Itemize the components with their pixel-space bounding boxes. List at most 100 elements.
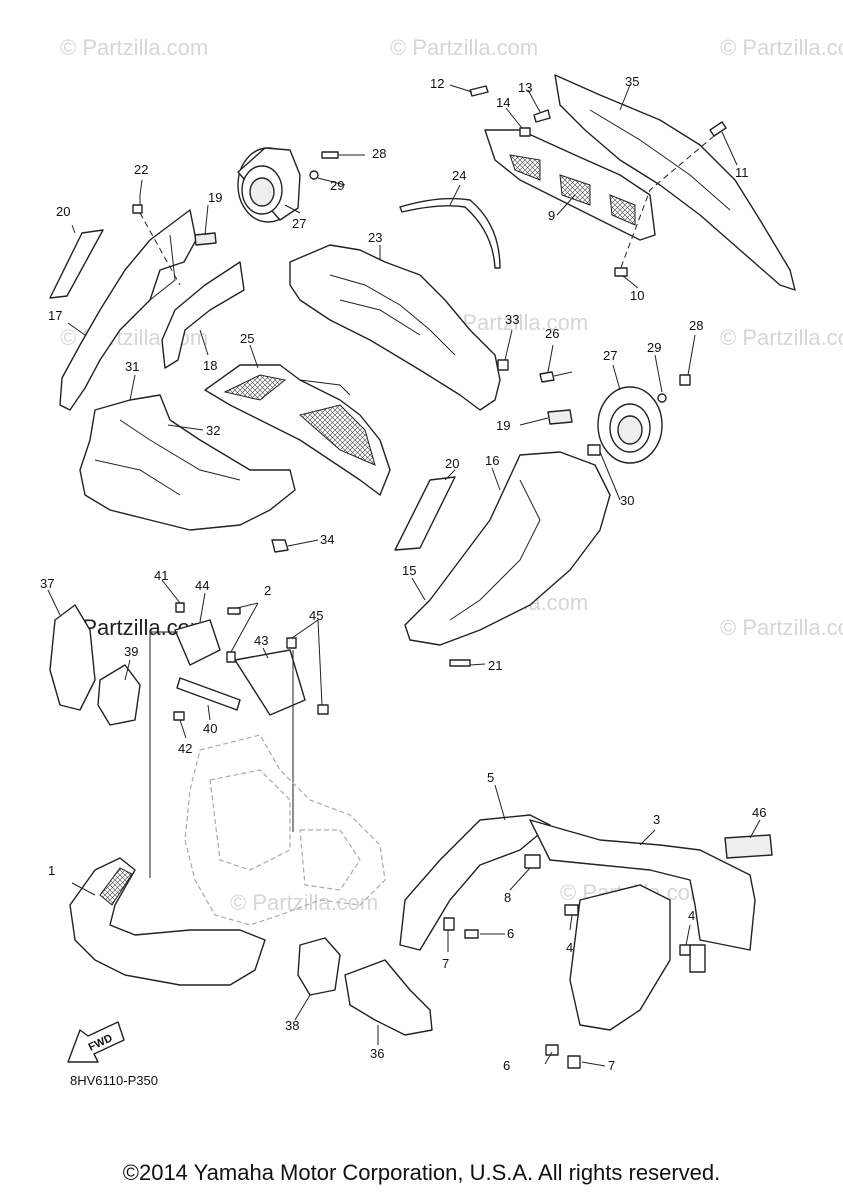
watermark-text: © Partzilla.com: [230, 890, 378, 915]
holder-38: [297, 937, 341, 996]
air-duct-left-assembly: [237, 147, 365, 223]
clip-7b: [567, 1055, 581, 1069]
callout-29b: 29: [647, 340, 661, 355]
callout-15: 15: [402, 563, 416, 578]
bolt-6b: [545, 1044, 559, 1056]
washer-29-left: [309, 170, 319, 180]
leader-lines: [47, 84, 761, 1067]
nut-42: [173, 711, 185, 721]
side-cover-left-assembly: [49, 195, 245, 411]
callout-13: 13: [518, 80, 532, 95]
callout-29a: 29: [330, 178, 344, 193]
callout-21: 21: [488, 658, 502, 673]
callout-9: 9: [548, 208, 555, 223]
bolt-2b: [226, 651, 236, 663]
bolt-45b: [317, 704, 329, 715]
bracket-assembly: [49, 602, 329, 878]
callout-10: 10: [630, 288, 644, 303]
side-plate: [569, 884, 671, 1031]
clip-26: [539, 371, 555, 383]
side-cover-right-assembly: [394, 374, 691, 667]
cover-39: [97, 664, 141, 726]
bolt-28-left: [321, 151, 339, 159]
cowl-5: [399, 814, 551, 951]
callout-19b: 19: [496, 418, 510, 433]
callout-5: 5: [487, 770, 494, 785]
callout-8: 8: [504, 890, 511, 905]
rivet-12: [469, 85, 489, 97]
callout-41: 41: [154, 568, 168, 583]
tube-end: [689, 944, 706, 973]
clip-8: [524, 854, 541, 869]
callout-17: 17: [48, 308, 62, 323]
cover-37: [49, 604, 96, 711]
bolt-28-right: [679, 374, 691, 386]
clip-10: [614, 267, 628, 277]
inner-panel-assembly: [79, 394, 296, 553]
callout-16: 16: [485, 453, 499, 468]
fitting-34: [271, 539, 289, 553]
callout-6a: 6: [507, 926, 514, 941]
callout-14: 14: [496, 95, 510, 110]
callout-35: 35: [625, 74, 639, 89]
side-cover-17: [59, 209, 197, 411]
rod-40: [176, 677, 241, 711]
callout-27a: 27: [292, 216, 306, 231]
callout-7b: 7: [608, 1058, 615, 1073]
callout-34: 34: [320, 532, 334, 547]
mesh-bracket-assembly: [204, 364, 391, 496]
washer-29-right: [657, 393, 667, 403]
callout-20a: 20: [56, 204, 70, 219]
callout-4b: 4: [688, 908, 695, 923]
bar-3: [529, 819, 756, 951]
callout-24: 24: [452, 168, 466, 183]
decal-46: [724, 834, 773, 859]
callout-7a: 7: [442, 956, 449, 971]
screw-22: [132, 204, 143, 214]
bolt-21: [449, 659, 471, 667]
callout-43: 43: [254, 633, 268, 648]
watermark-text: © Partzilla.com: [60, 35, 208, 60]
watermark-text: © Partzilla.com: [720, 325, 843, 350]
callout-28a: 28: [372, 146, 386, 161]
duct-36: [344, 959, 433, 1036]
bolt-45a: [286, 637, 297, 649]
copyright-notice: ©2014 Yamaha Motor Corporation, U.S.A. A…: [122, 1160, 721, 1185]
callout-2: 2: [264, 583, 271, 598]
callout-6b: 6: [503, 1058, 510, 1073]
callout-40: 40: [203, 721, 217, 736]
callout-46: 46: [752, 805, 766, 820]
inner-panel-18: [161, 261, 245, 369]
callout-37: 37: [40, 576, 54, 591]
callout-30: 30: [620, 493, 634, 508]
diagram-code: 8HV6110-P350: [70, 1073, 158, 1088]
lower-cowl-1: [69, 857, 266, 986]
callout-38: 38: [285, 1018, 299, 1033]
inner-duct-assembly: [297, 937, 433, 1036]
callout-42: 42: [178, 741, 192, 756]
screw-33: [497, 359, 509, 371]
callout-28b: 28: [689, 318, 703, 333]
watermark-text: © Partzilla.com: [390, 35, 538, 60]
front-panel-assembly: [469, 74, 796, 291]
fwd-arrow-icon: FWD: [67, 1021, 125, 1063]
clip-7a: [443, 917, 455, 931]
bracket-44: [174, 619, 221, 666]
callout-22: 22: [134, 162, 148, 177]
watermark-text: © Partzilla.com: [720, 615, 843, 640]
decal-20-left: [49, 229, 104, 299]
callout-12: 12: [430, 76, 444, 91]
rivet-13: [533, 109, 551, 123]
bolt-6a: [464, 929, 479, 939]
pad-19-left: [194, 232, 217, 246]
callout-27b: 27: [603, 348, 617, 363]
nut-14: [519, 127, 531, 137]
rivet-11: [709, 121, 727, 137]
callout-19a: 19: [208, 190, 222, 205]
callout-33: 33: [505, 312, 519, 327]
callout-4a: 4: [566, 940, 573, 955]
bolt-41: [175, 602, 185, 613]
bolt-2a: [227, 607, 241, 615]
callout-3: 3: [653, 812, 660, 827]
